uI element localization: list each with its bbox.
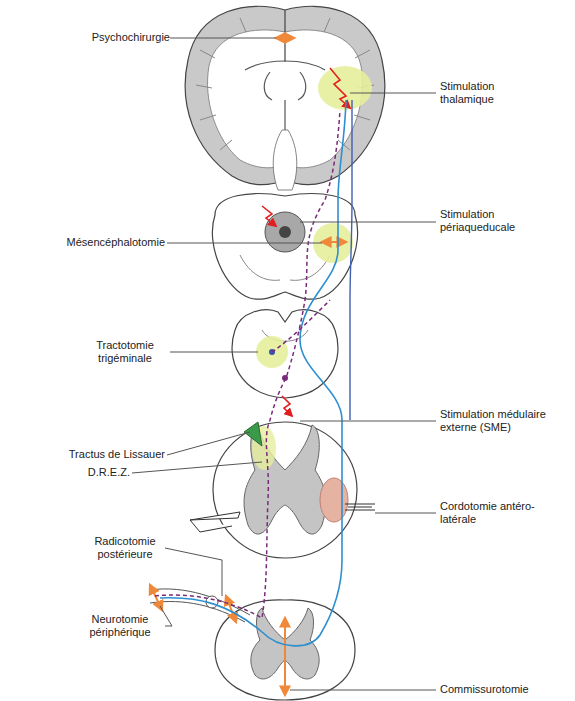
callout-label: Commissurotomie	[440, 683, 560, 696]
callout-label: Radicotomie postérieure	[83, 535, 168, 561]
leader-line	[350, 93, 436, 94]
lesion-arrow	[322, 241, 346, 243]
leader-line	[170, 38, 276, 39]
leader-line	[170, 352, 258, 353]
callout-label: Mésencéphalotomie	[40, 236, 165, 249]
lesion-arrow	[284, 618, 286, 695]
midbrain-outline	[212, 194, 357, 300]
stimulation-zigzag	[282, 396, 292, 416]
periaqueductal-gray	[265, 212, 305, 252]
dorsal-column-path	[155, 110, 340, 618]
leader-line	[167, 432, 250, 455]
leader-line	[132, 462, 262, 473]
trigeminal-path	[272, 300, 330, 352]
callout-label: Psychochirurgie	[60, 31, 170, 44]
callout-label: Stimulation thalamique	[440, 80, 530, 106]
medulla-section	[232, 310, 338, 398]
leader-line	[300, 222, 436, 223]
stimulation-zigzag	[262, 206, 276, 226]
callout-label: Neurotomie périphérique	[78, 613, 163, 639]
callout-label: Cordotomie antéro-latérale	[440, 500, 535, 526]
callout-label: Stimulation périaqueducale	[440, 208, 540, 234]
callout-label: Stimulation médulaire externe (SME)	[440, 408, 560, 434]
leader-line	[290, 690, 436, 691]
scalpel	[190, 512, 240, 532]
spinal-cord-section	[190, 396, 375, 558]
cord-outline	[215, 600, 355, 700]
brain-section	[185, 6, 385, 190]
leader-line	[165, 548, 222, 596]
spinothalamic-tract	[160, 100, 346, 646]
leader-line	[300, 421, 436, 422]
thalamus	[318, 66, 372, 110]
stimulation-zigzag	[330, 68, 350, 108]
corpus-callosum	[245, 61, 325, 70]
cordotomy-probe	[345, 504, 375, 510]
cerebral-peduncle	[240, 255, 330, 280]
anterolateral-tract	[320, 478, 348, 522]
ascending-tract	[350, 100, 352, 420]
leader-line	[167, 243, 322, 244]
lissauer-tract	[244, 422, 262, 446]
medulla-outline	[232, 310, 338, 398]
lesion-arrow	[276, 37, 294, 39]
interhemispheric-fissure	[284, 10, 285, 62]
cord-outline	[213, 422, 357, 558]
leader-line	[375, 513, 436, 514]
aqueduct	[279, 226, 291, 238]
ventricle	[264, 72, 306, 130]
dorsal-root	[150, 589, 250, 622]
midbrain-section	[212, 194, 357, 300]
callout-label: Tractus de Lissauer	[40, 448, 165, 461]
leader-lines	[132, 38, 436, 690]
spinal-cord-lower	[150, 585, 355, 700]
callout-label: D.R.E.Z.	[70, 466, 130, 479]
callout-label: Tractotomie trigéminale	[80, 339, 170, 365]
leader-line	[160, 606, 172, 626]
brainstem	[273, 130, 297, 190]
